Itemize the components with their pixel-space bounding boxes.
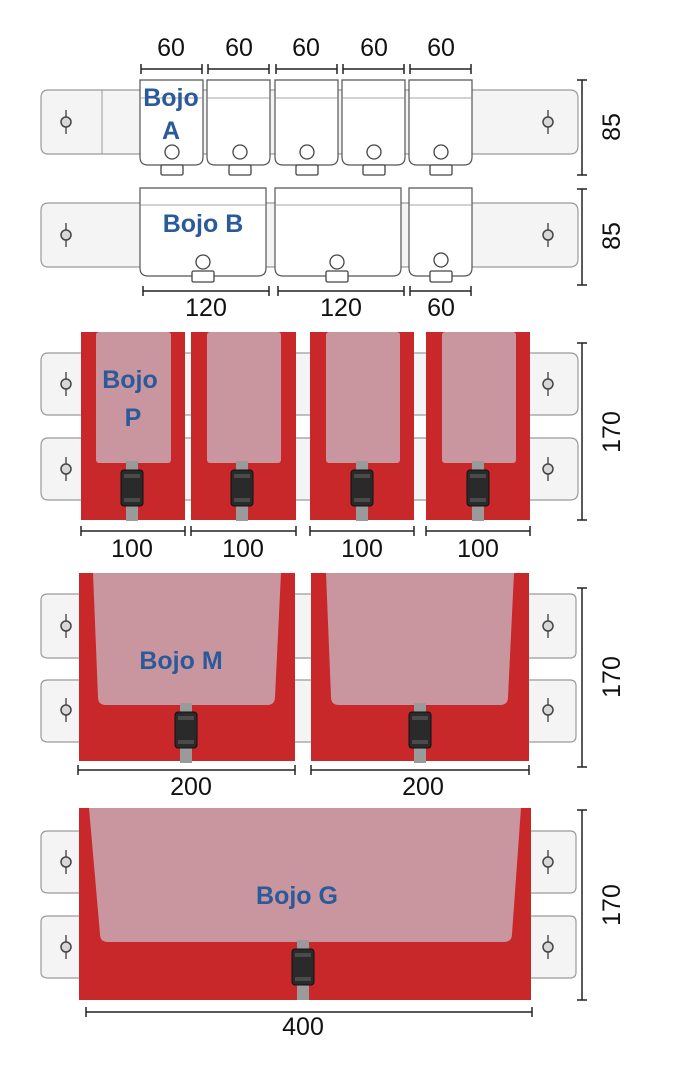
mount-screw-icon	[60, 223, 72, 247]
large-bag	[311, 573, 529, 763]
buckle-icon	[466, 461, 490, 521]
mount-screw-icon	[60, 372, 72, 396]
width-label: 60	[427, 34, 455, 62]
width-label: 200	[170, 773, 212, 801]
width-label: 60	[427, 294, 455, 322]
height-dimension-line	[577, 809, 587, 1001]
mount-screw-icon	[542, 223, 554, 247]
width-label: 60	[360, 34, 388, 62]
medium-bag	[139, 187, 267, 283]
bag-label: Bojo G	[256, 882, 338, 910]
bag-label-line: P	[125, 404, 142, 432]
width-label: 100	[111, 535, 153, 563]
mount-screw-icon	[60, 614, 72, 638]
width-dimension-lines	[142, 286, 472, 296]
mount-screw-icon	[60, 850, 72, 874]
row-bojo-b: 120 120 60 85 Bojo B	[40, 187, 626, 322]
mount-screw-icon	[542, 935, 554, 959]
medium-bag	[426, 332, 530, 521]
row-bojo-p: 100 100 100 100 170 Bojo P	[40, 332, 626, 563]
row-bojo-a: 60 60 60 60 60 85 Bojo A	[40, 34, 626, 176]
width-label: 60	[292, 34, 320, 62]
width-label: 200	[402, 773, 444, 801]
bag-label-line: A	[162, 117, 180, 145]
width-label: 120	[185, 294, 227, 322]
height-dimension-line	[577, 188, 587, 286]
mount-screw-icon	[60, 110, 72, 134]
height-label: 170	[598, 884, 626, 926]
bag-label-line: Bojo	[102, 366, 158, 394]
height-label: 85	[598, 113, 626, 141]
width-label: 60	[225, 34, 253, 62]
medium-bag	[81, 332, 185, 521]
buckle-icon	[408, 703, 432, 763]
buckle-icon	[120, 461, 144, 521]
width-dimension-lines	[140, 64, 472, 74]
row-bojo-g: 400 170 Bojo G	[40, 808, 626, 1041]
bag-label: Bojo M	[139, 647, 222, 675]
small-bag	[408, 187, 473, 283]
mount-screw-icon	[542, 698, 554, 722]
mount-screw-icon	[60, 935, 72, 959]
large-bag	[79, 573, 295, 763]
small-bag	[408, 79, 473, 176]
buckle-icon	[230, 461, 254, 521]
bag-label-line: Bojo	[143, 84, 199, 112]
width-label: 100	[341, 535, 383, 563]
height-dimension-line	[577, 342, 587, 521]
height-dimension-line	[577, 79, 587, 176]
mount-screw-icon	[542, 372, 554, 396]
small-bag	[139, 79, 204, 176]
width-dimension-line	[85, 1007, 533, 1017]
buckle-icon	[350, 461, 374, 521]
height-label: 85	[598, 222, 626, 250]
height-label: 170	[598, 656, 626, 698]
mount-screw-icon	[60, 457, 72, 481]
mount-screw-icon	[542, 614, 554, 638]
height-dimension-line	[577, 587, 587, 768]
width-label: 100	[457, 535, 499, 563]
small-bag	[274, 79, 339, 176]
buckle-icon	[174, 703, 198, 763]
small-bag	[206, 79, 271, 176]
extra-large-bag	[79, 808, 531, 1000]
medium-bag	[310, 332, 414, 521]
width-label: 120	[320, 294, 362, 322]
width-dimension-lines	[80, 526, 531, 536]
small-bag	[341, 79, 406, 176]
mount-screw-icon	[60, 698, 72, 722]
medium-bag	[274, 187, 402, 283]
width-label: 400	[282, 1013, 324, 1041]
bag-label: Bojo B	[163, 210, 244, 238]
row-bojo-m: 200 200 170 Bojo M	[40, 573, 626, 801]
mount-screw-icon	[542, 110, 554, 134]
width-label: 60	[157, 34, 185, 62]
mount-screw-icon	[542, 850, 554, 874]
width-dimension-lines	[77, 765, 530, 775]
width-label: 100	[222, 535, 264, 563]
buckle-icon	[291, 940, 315, 1000]
mount-screw-icon	[542, 457, 554, 481]
medium-bag	[191, 332, 296, 521]
height-label: 170	[598, 411, 626, 453]
